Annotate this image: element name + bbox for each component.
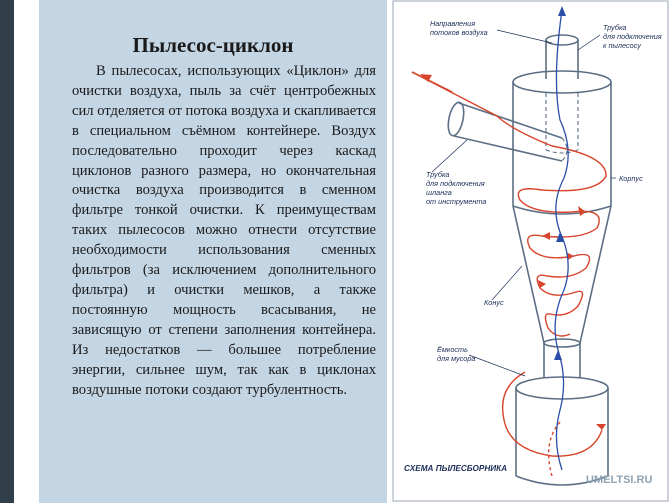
- diagram-frame: [392, 0, 669, 502]
- label-air-flow-line1: Направления: [430, 19, 475, 28]
- label-leaders: [431, 29, 616, 377]
- label-bin-line2: для мусора: [437, 354, 475, 363]
- cyclone-outline: [447, 34, 612, 486]
- diagram-caption: СХЕМА ПЫЛЕСБОРНИКА: [404, 464, 507, 473]
- red-flow-arrows: [420, 74, 606, 430]
- red-air-flow: [411, 71, 607, 477]
- cyclone-diagram-svg: Направления потоков воздуха Трубка для п…: [392, 0, 669, 502]
- label-bin-line1: Ёмкость: [437, 345, 468, 354]
- slide-title: Пылесос-циклон: [132, 33, 294, 57]
- label-side-tube-line4: от инструмента: [426, 197, 486, 206]
- text-panel: Пылесос-циклон В пылесосах, использующих…: [39, 0, 387, 503]
- label-side-tube-line1: Трубка: [426, 170, 449, 179]
- left-accent-bar: [0, 0, 14, 503]
- label-cone: Конус: [484, 298, 504, 307]
- slide-body-text: В пылесосах, использующих «Циклон» для о…: [72, 63, 376, 398]
- blue-air-flow: [554, 9, 569, 471]
- label-top-tube-line1: Трубка: [603, 23, 626, 32]
- label-air-flow-line2: потоков воздуха: [430, 28, 488, 37]
- label-top-tube-line3: к пылесосу: [603, 41, 642, 50]
- cyclone-diagram: Направления потоков воздуха Трубка для п…: [392, 0, 671, 503]
- label-side-tube-line3: шланга: [426, 188, 452, 197]
- watermark: UMELTSI.RU: [586, 474, 652, 486]
- label-side-tube-line2: для подключения: [426, 179, 485, 188]
- label-top-tube-line2: для подключения: [603, 32, 662, 41]
- blue-flow-arrows: [554, 6, 566, 360]
- label-body: Корпус: [619, 174, 643, 183]
